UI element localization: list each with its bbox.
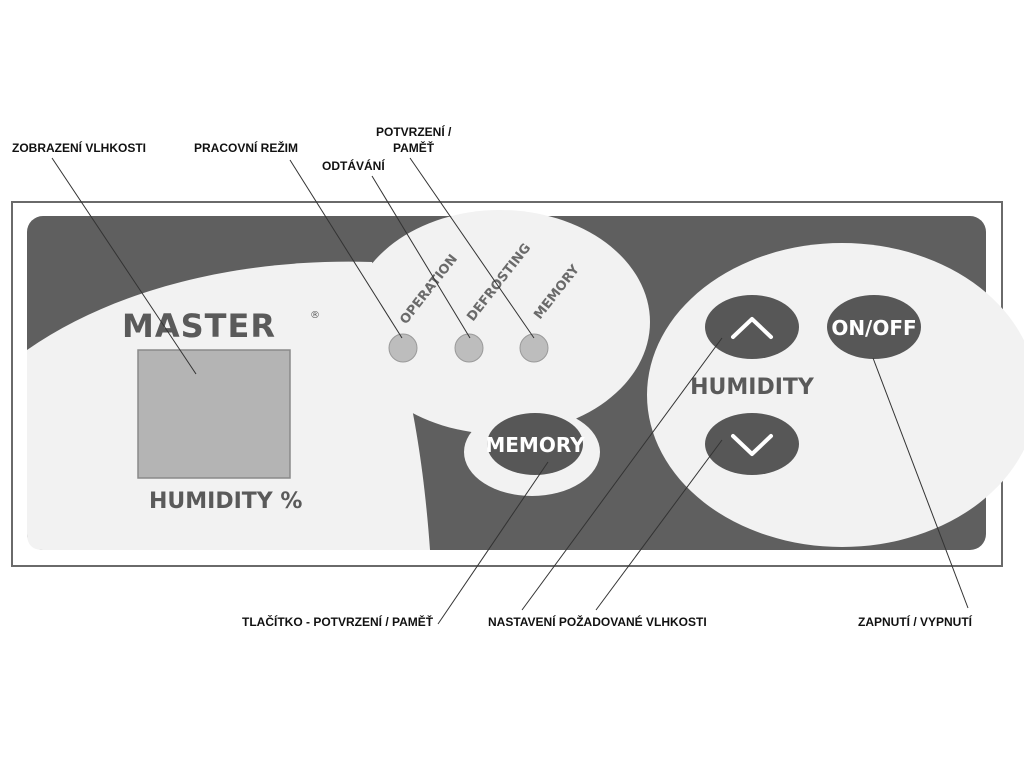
defrosting-led bbox=[454, 333, 484, 363]
memory-button-label: MEMORY bbox=[485, 433, 585, 457]
callout-humidity-display: ZOBRAZENÍ VLHKOSTI bbox=[12, 140, 146, 155]
humidity-label: HUMIDITY bbox=[690, 375, 815, 400]
leader-lines bbox=[51, 157, 969, 625]
callout-confirm-line2: PAMĚŤ bbox=[393, 140, 435, 155]
callout-work-mode: PRACOVNÍ REŽIM bbox=[194, 140, 298, 155]
power-button-label: ON/OFF bbox=[831, 316, 916, 340]
humidity-display bbox=[137, 349, 291, 479]
power-button[interactable]: ON/OFF bbox=[827, 295, 921, 359]
operation-led bbox=[388, 333, 418, 363]
chevron-up-icon bbox=[731, 317, 773, 339]
memory-button[interactable]: MEMORY bbox=[485, 413, 585, 475]
callout-memory-button: TLAČÍTKO - POTVRZENÍ / PAMĚŤ bbox=[242, 614, 434, 629]
brand-logo: MASTER bbox=[122, 307, 276, 345]
humidity-up-button[interactable] bbox=[705, 295, 799, 359]
humidity-down-button[interactable] bbox=[705, 413, 799, 475]
display-label: HUMIDITY % bbox=[149, 489, 302, 514]
callout-defrost: ODTÁVÁNÍ bbox=[322, 158, 385, 173]
memory-led bbox=[519, 333, 549, 363]
brand-registered-mark: ® bbox=[310, 310, 320, 321]
callout-set-humidity: NASTAVENÍ POŽADOVANÉ VLHKOSTI bbox=[488, 614, 707, 629]
chevron-down-icon bbox=[731, 434, 773, 456]
callout-power: ZAPNUTÍ / VYPNUTÍ bbox=[858, 614, 973, 629]
callout-confirm-line1: POTVRZENÍ / bbox=[376, 124, 452, 139]
